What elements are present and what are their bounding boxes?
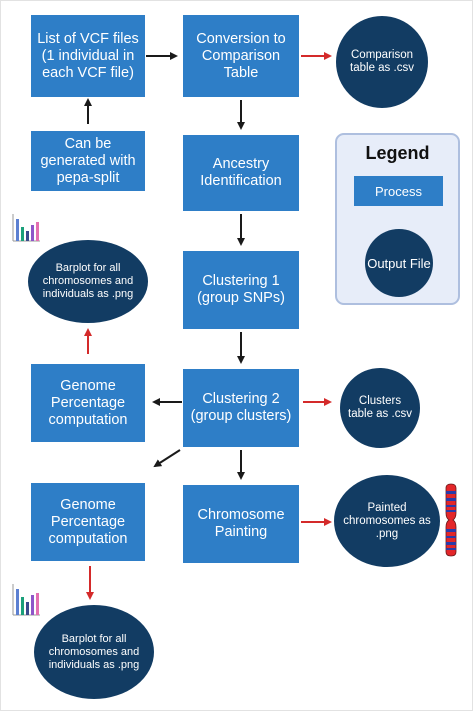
output-barplot-1: Barplot for all chromosomes and individu…	[28, 240, 148, 323]
process-chromosome-painting: Chromosome Painting	[183, 485, 299, 563]
process-clustering-1: Clustering 1 (group SNPs)	[183, 251, 299, 329]
process-pepa-split: Can be generated with pepa-split	[31, 131, 145, 191]
process-genome-percentage-1: Genome Percentage computation	[31, 364, 145, 442]
process-vcf-list: List of VCF files (1 individual in each …	[31, 15, 145, 97]
legend-title: Legend	[365, 143, 430, 163]
bar-chart-icon	[12, 214, 40, 242]
process-ancestry: Ancestry Identification	[183, 135, 299, 211]
arrow-clustering2-to-genome2	[153, 449, 181, 468]
chromosome-icon	[445, 483, 457, 557]
process-clustering-2: Clustering 2 (group clusters)	[183, 369, 299, 447]
bar-chart-icon	[12, 584, 40, 616]
output-comparison-table: Comparison table as .csv	[336, 16, 428, 108]
process-genome-percentage-2: Genome Percentage computation	[31, 483, 145, 561]
legend-process-swatch: Process	[354, 176, 443, 206]
output-painted-chromosomes: Painted chromosomes as .png	[334, 475, 440, 567]
process-conversion: Conversion to Comparison Table	[183, 15, 299, 97]
legend-panel: Legend Process Output File	[335, 133, 460, 305]
output-barplot-2: Barplot for all chromosomes and individu…	[34, 605, 154, 699]
legend-output-swatch: Output File	[365, 229, 433, 297]
output-clusters-table: Clusters table as .csv	[340, 368, 420, 448]
